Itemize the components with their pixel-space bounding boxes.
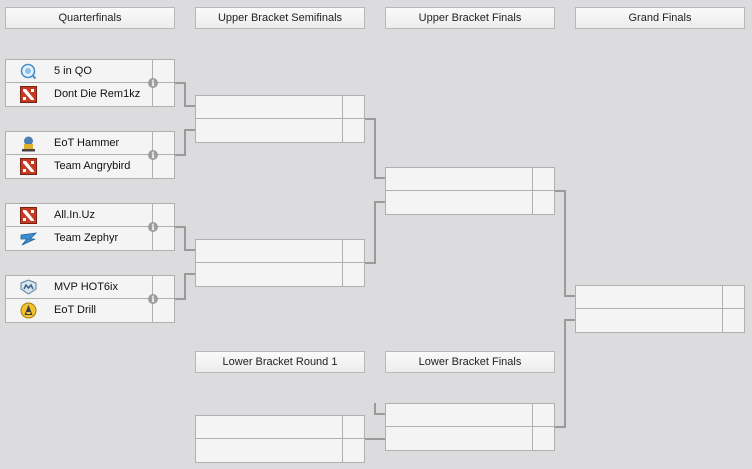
team-name: Team Angrybird xyxy=(54,160,131,172)
match-upper-semifinal-1[interactable] xyxy=(195,95,365,143)
qo-logo-icon xyxy=(20,63,37,80)
score-cell xyxy=(342,240,364,262)
match-lower-round1[interactable] xyxy=(195,415,365,463)
zephyr-logo-icon xyxy=(20,232,37,246)
header-lower-round1: Lower Bracket Round 1 xyxy=(195,351,365,373)
eot-drill-logo-icon xyxy=(20,302,37,319)
score-cell xyxy=(342,439,364,462)
score-cell xyxy=(152,155,174,178)
match-upper-final[interactable] xyxy=(385,167,555,215)
match-quarterfinal-2[interactable]: EoT Hammer Team Angrybird xyxy=(5,131,175,179)
slot-team[interactable]: MVP HOT6ix xyxy=(6,276,174,299)
slot-team[interactable]: EoT Drill xyxy=(6,299,174,322)
score-cell xyxy=(532,191,554,214)
score-cell xyxy=(532,427,554,450)
score-cell xyxy=(152,60,174,82)
match-quarterfinal-1[interactable]: 5 in QO Dont Die Rem1kz xyxy=(5,59,175,107)
slot-team[interactable]: All.In.Uz xyxy=(6,204,174,227)
team-name: EoT Hammer xyxy=(54,137,120,149)
team-name: MVP HOT6ix xyxy=(54,281,118,293)
score-cell xyxy=(532,404,554,426)
match-info-icon[interactable]: i xyxy=(148,78,158,88)
team-name: EoT Drill xyxy=(54,304,96,316)
score-cell xyxy=(152,204,174,226)
slot-empty[interactable] xyxy=(576,309,744,332)
slot-team[interactable]: Dont Die Rem1kz xyxy=(6,83,174,106)
slot-team[interactable]: EoT Hammer xyxy=(6,132,174,155)
slot-empty[interactable] xyxy=(196,119,364,142)
slot-empty[interactable] xyxy=(386,427,554,450)
team-name: 5 in QO xyxy=(54,65,92,77)
team-name: Team Zephyr xyxy=(54,232,119,244)
slot-empty[interactable] xyxy=(196,416,364,439)
score-cell xyxy=(722,286,744,308)
dota2-logo-icon xyxy=(20,86,37,103)
slot-empty[interactable] xyxy=(576,286,744,309)
slot-empty[interactable] xyxy=(386,168,554,191)
header-quarterfinals: Quarterfinals xyxy=(5,7,175,29)
dota2-logo-icon xyxy=(20,207,37,224)
slot-team[interactable]: Team Angrybird xyxy=(6,155,174,178)
match-quarterfinal-3[interactable]: All.In.Uz Team Zephyr xyxy=(5,203,175,251)
slot-empty[interactable] xyxy=(196,263,364,286)
match-lower-final[interactable] xyxy=(385,403,555,451)
slot-empty[interactable] xyxy=(196,439,364,462)
score-cell xyxy=(152,276,174,298)
score-cell xyxy=(152,83,174,106)
team-name: Dont Die Rem1kz xyxy=(54,88,141,100)
header-lower-finals: Lower Bracket Finals xyxy=(385,351,555,373)
match-upper-semifinal-2[interactable] xyxy=(195,239,365,287)
eot-hammer-logo-icon xyxy=(22,136,35,152)
score-cell xyxy=(152,227,174,250)
match-info-icon[interactable]: i xyxy=(148,150,158,160)
slot-empty[interactable] xyxy=(196,96,364,119)
score-cell xyxy=(342,263,364,286)
slot-empty[interactable] xyxy=(386,404,554,427)
score-cell xyxy=(722,309,744,332)
match-info-icon[interactable]: i xyxy=(148,222,158,232)
header-upper-finals: Upper Bracket Finals xyxy=(385,7,555,29)
match-info-icon[interactable]: i xyxy=(148,294,158,304)
slot-empty[interactable] xyxy=(196,240,364,263)
dota2-logo-icon xyxy=(20,158,37,175)
score-cell xyxy=(342,119,364,142)
mvp-logo-icon xyxy=(20,279,37,295)
header-upper-semifinals: Upper Bracket Semifinals xyxy=(195,7,365,29)
score-cell xyxy=(532,168,554,190)
header-grand-finals: Grand Finals xyxy=(575,7,745,29)
slot-team[interactable]: Team Zephyr xyxy=(6,227,174,250)
team-name: All.In.Uz xyxy=(54,209,95,221)
score-cell xyxy=(342,96,364,118)
score-cell xyxy=(152,132,174,154)
slot-empty[interactable] xyxy=(386,191,554,214)
match-grand-final[interactable] xyxy=(575,285,745,333)
match-quarterfinal-4[interactable]: MVP HOT6ix EoT Drill xyxy=(5,275,175,323)
score-cell xyxy=(342,416,364,438)
score-cell xyxy=(152,299,174,322)
slot-team[interactable]: 5 in QO xyxy=(6,60,174,83)
